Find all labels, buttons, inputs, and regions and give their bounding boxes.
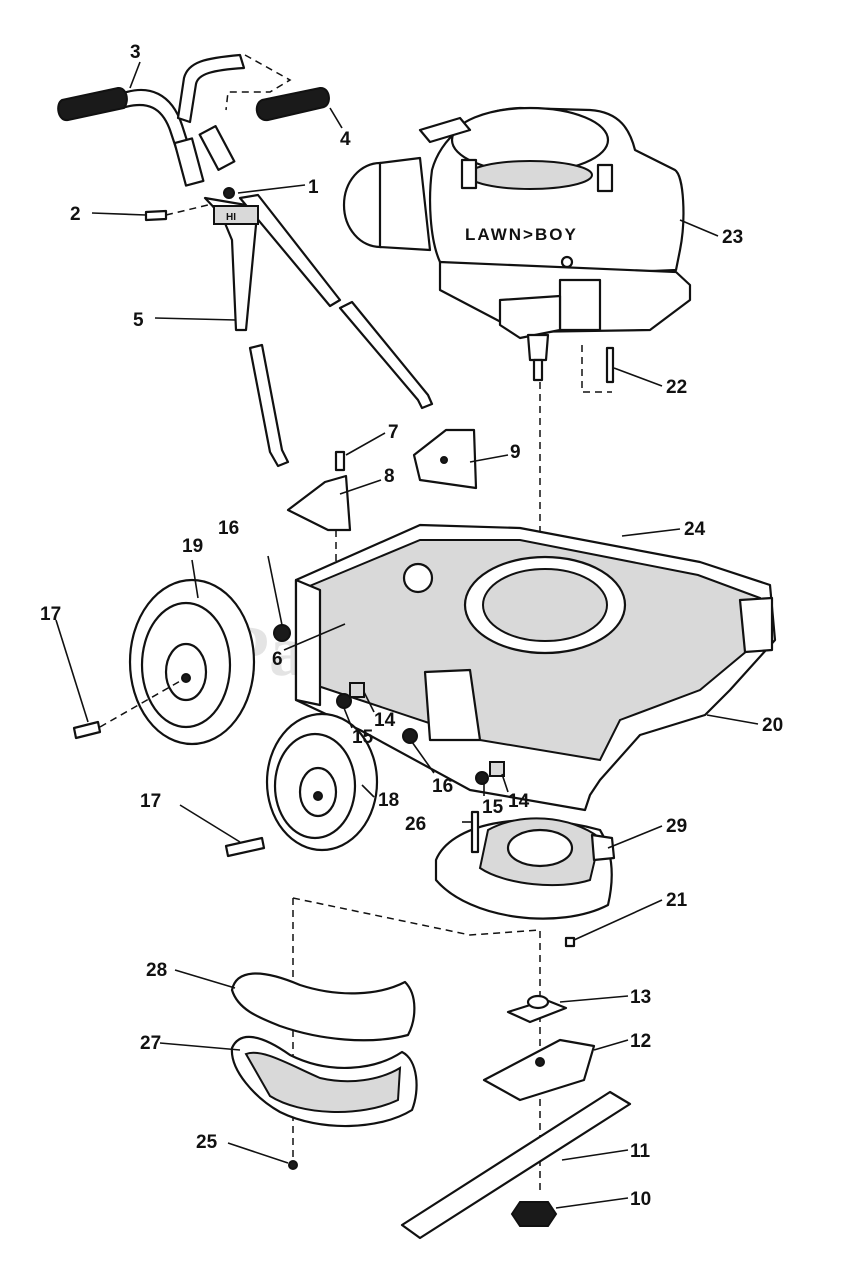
callout-27: 27 [140, 1033, 161, 1054]
callout-25: 25 [196, 1132, 218, 1153]
nut-10 [510, 1201, 558, 1227]
callout-16-lower: 16 [432, 776, 453, 797]
callout-22: 22 [666, 377, 687, 398]
callout-15-upper: 15 [352, 727, 374, 748]
blade-holder-12 [482, 1038, 596, 1102]
callout-12: 12 [630, 1031, 651, 1052]
callout-8: 8 [384, 466, 395, 487]
callout-2: 2 [70, 204, 81, 225]
leader-lines [55, 61, 759, 1209]
wheel-18 [224, 712, 379, 858]
callout-6: 6 [272, 649, 283, 670]
adapter-13 [506, 994, 568, 1024]
callout-7: 7 [388, 422, 399, 443]
callout-14-upper: 14 [374, 710, 396, 731]
lower-handle-right [238, 193, 342, 308]
callout-29: 29 [666, 816, 687, 837]
callout-18: 18 [378, 790, 399, 811]
callout-3: 3 [130, 42, 141, 63]
blade-11 [400, 1090, 632, 1240]
brackets [286, 428, 478, 590]
callout-21: 21 [666, 890, 688, 911]
callout-1: 1 [308, 177, 319, 198]
left-grip [57, 87, 128, 122]
callout-26: 26 [405, 814, 426, 835]
callout-15-lower: 15 [482, 797, 504, 818]
right-grip [255, 87, 330, 122]
callout-4: 4 [340, 129, 351, 150]
callout-23: 23 [722, 227, 743, 248]
callout-11: 11 [630, 1141, 651, 1162]
handle-marking: HI [226, 212, 236, 223]
callout-20: 20 [762, 715, 783, 736]
callout-numbers: 1 2 3 4 5 6 7 8 9 10 11 12 13 14 14 15 1… [40, 42, 783, 1210]
upper-handle-right [176, 53, 246, 124]
callout-14-lower: 14 [508, 791, 530, 812]
handle-assembly: HI [57, 53, 434, 468]
callout-17-lower: 17 [140, 791, 161, 812]
callout-10: 10 [630, 1189, 651, 1210]
gasket-28 [230, 972, 416, 1042]
callout-13: 13 [630, 987, 651, 1008]
blade-shield [434, 810, 616, 948]
callout-19: 19 [182, 536, 203, 557]
callout-9: 9 [510, 442, 521, 463]
wheel-19 [72, 578, 256, 746]
engine-brand: LAWN>BOY [465, 225, 578, 244]
callout-24: 24 [684, 519, 706, 540]
engine: LAWN>BOY [342, 106, 692, 560]
callout-28: 28 [146, 960, 167, 981]
callout-5: 5 [133, 310, 144, 331]
bag-27 [230, 1035, 418, 1128]
callout-16-upper: 16 [218, 518, 239, 539]
callout-17-upper: 17 [40, 604, 61, 625]
